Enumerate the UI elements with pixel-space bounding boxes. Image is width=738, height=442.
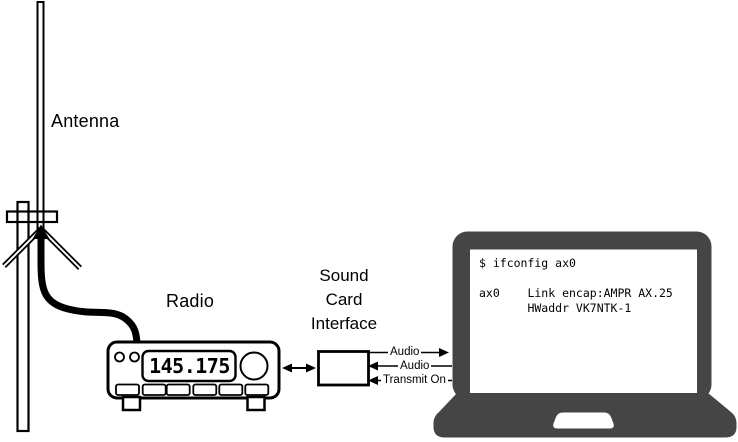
radio-foot-right xyxy=(246,395,266,412)
terminal-line: $ ifconfig ax0 xyxy=(479,256,576,270)
audio-to-computer-label: Audio xyxy=(388,346,422,359)
antenna-crossbar xyxy=(5,210,59,224)
laptop-trackpad-notch-icon xyxy=(553,412,614,429)
sound-card-label-line1: Sound xyxy=(319,266,369,285)
terminal-line: ax0 Link encap:AMPR AX.25 xyxy=(479,286,673,300)
arrowhead-left-icon xyxy=(282,363,292,373)
radio-buttons xyxy=(115,383,270,396)
audio-in-arrowhead-icon xyxy=(368,361,378,371)
antenna-radial-right-inner xyxy=(40,228,81,269)
radio-button xyxy=(165,383,191,396)
radio-button xyxy=(115,383,140,396)
radio-indicator-light-2 xyxy=(129,351,140,363)
radio-tuning-knob xyxy=(239,351,269,381)
radio-label: Radio xyxy=(166,291,215,311)
antenna-element xyxy=(36,1,45,231)
radio-button xyxy=(192,383,218,396)
sound-card-interface-label: Sound Card Interface xyxy=(299,264,389,336)
transmit-on-arrowhead-icon xyxy=(368,376,378,385)
arrowhead-right-icon xyxy=(306,363,316,373)
radio-indicator-light-1 xyxy=(114,351,125,363)
antenna-label: Antenna xyxy=(51,111,120,131)
terminal-line xyxy=(479,271,673,286)
audio-from-computer-label: Audio xyxy=(398,359,432,373)
terminal-line: HWaddr VK7NTK-1 xyxy=(479,301,632,315)
coax-cable xyxy=(37,229,141,351)
laptop-terminal-output: $ ifconfig ax0 ax0 Link encap:AMPR AX.25… xyxy=(479,256,673,316)
audio-out-arrowhead-icon xyxy=(439,348,449,357)
transmit-on-label: Transmit On xyxy=(381,374,448,387)
sound-card-interface-box xyxy=(317,350,370,387)
radio-button xyxy=(218,383,244,396)
radio-frequency-value: 145.175 xyxy=(149,354,230,378)
antenna-mast-pole xyxy=(16,200,30,433)
laptop-screen xyxy=(470,249,697,395)
sound-card-label-line2: Card xyxy=(325,290,363,309)
radio-button xyxy=(244,383,270,396)
sound-card-label-line3: Interface xyxy=(310,314,378,333)
radio-foot-left xyxy=(121,395,142,412)
radio-button xyxy=(141,383,167,396)
radio-frequency-display xyxy=(141,349,237,383)
